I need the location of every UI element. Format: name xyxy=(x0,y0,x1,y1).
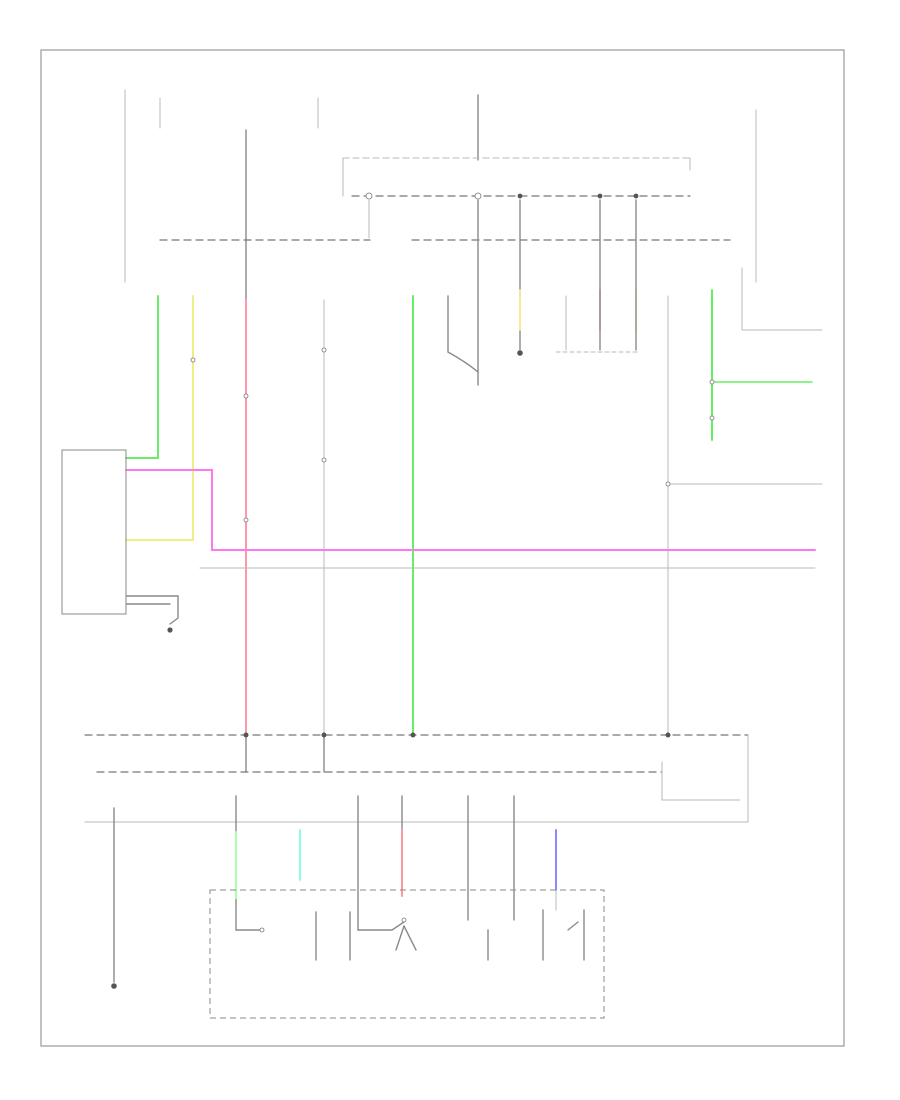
accessory-module-box xyxy=(209,889,605,1019)
top-module-box xyxy=(342,157,691,200)
splice-markers xyxy=(190,347,715,523)
srs-unit-box xyxy=(61,449,127,615)
switch-symbols xyxy=(259,909,585,961)
power-feed-mid xyxy=(245,97,319,301)
diagram-border xyxy=(40,49,845,1047)
wire-pink-long xyxy=(125,469,816,551)
power-feed-left xyxy=(124,89,161,283)
body-module xyxy=(84,732,749,823)
